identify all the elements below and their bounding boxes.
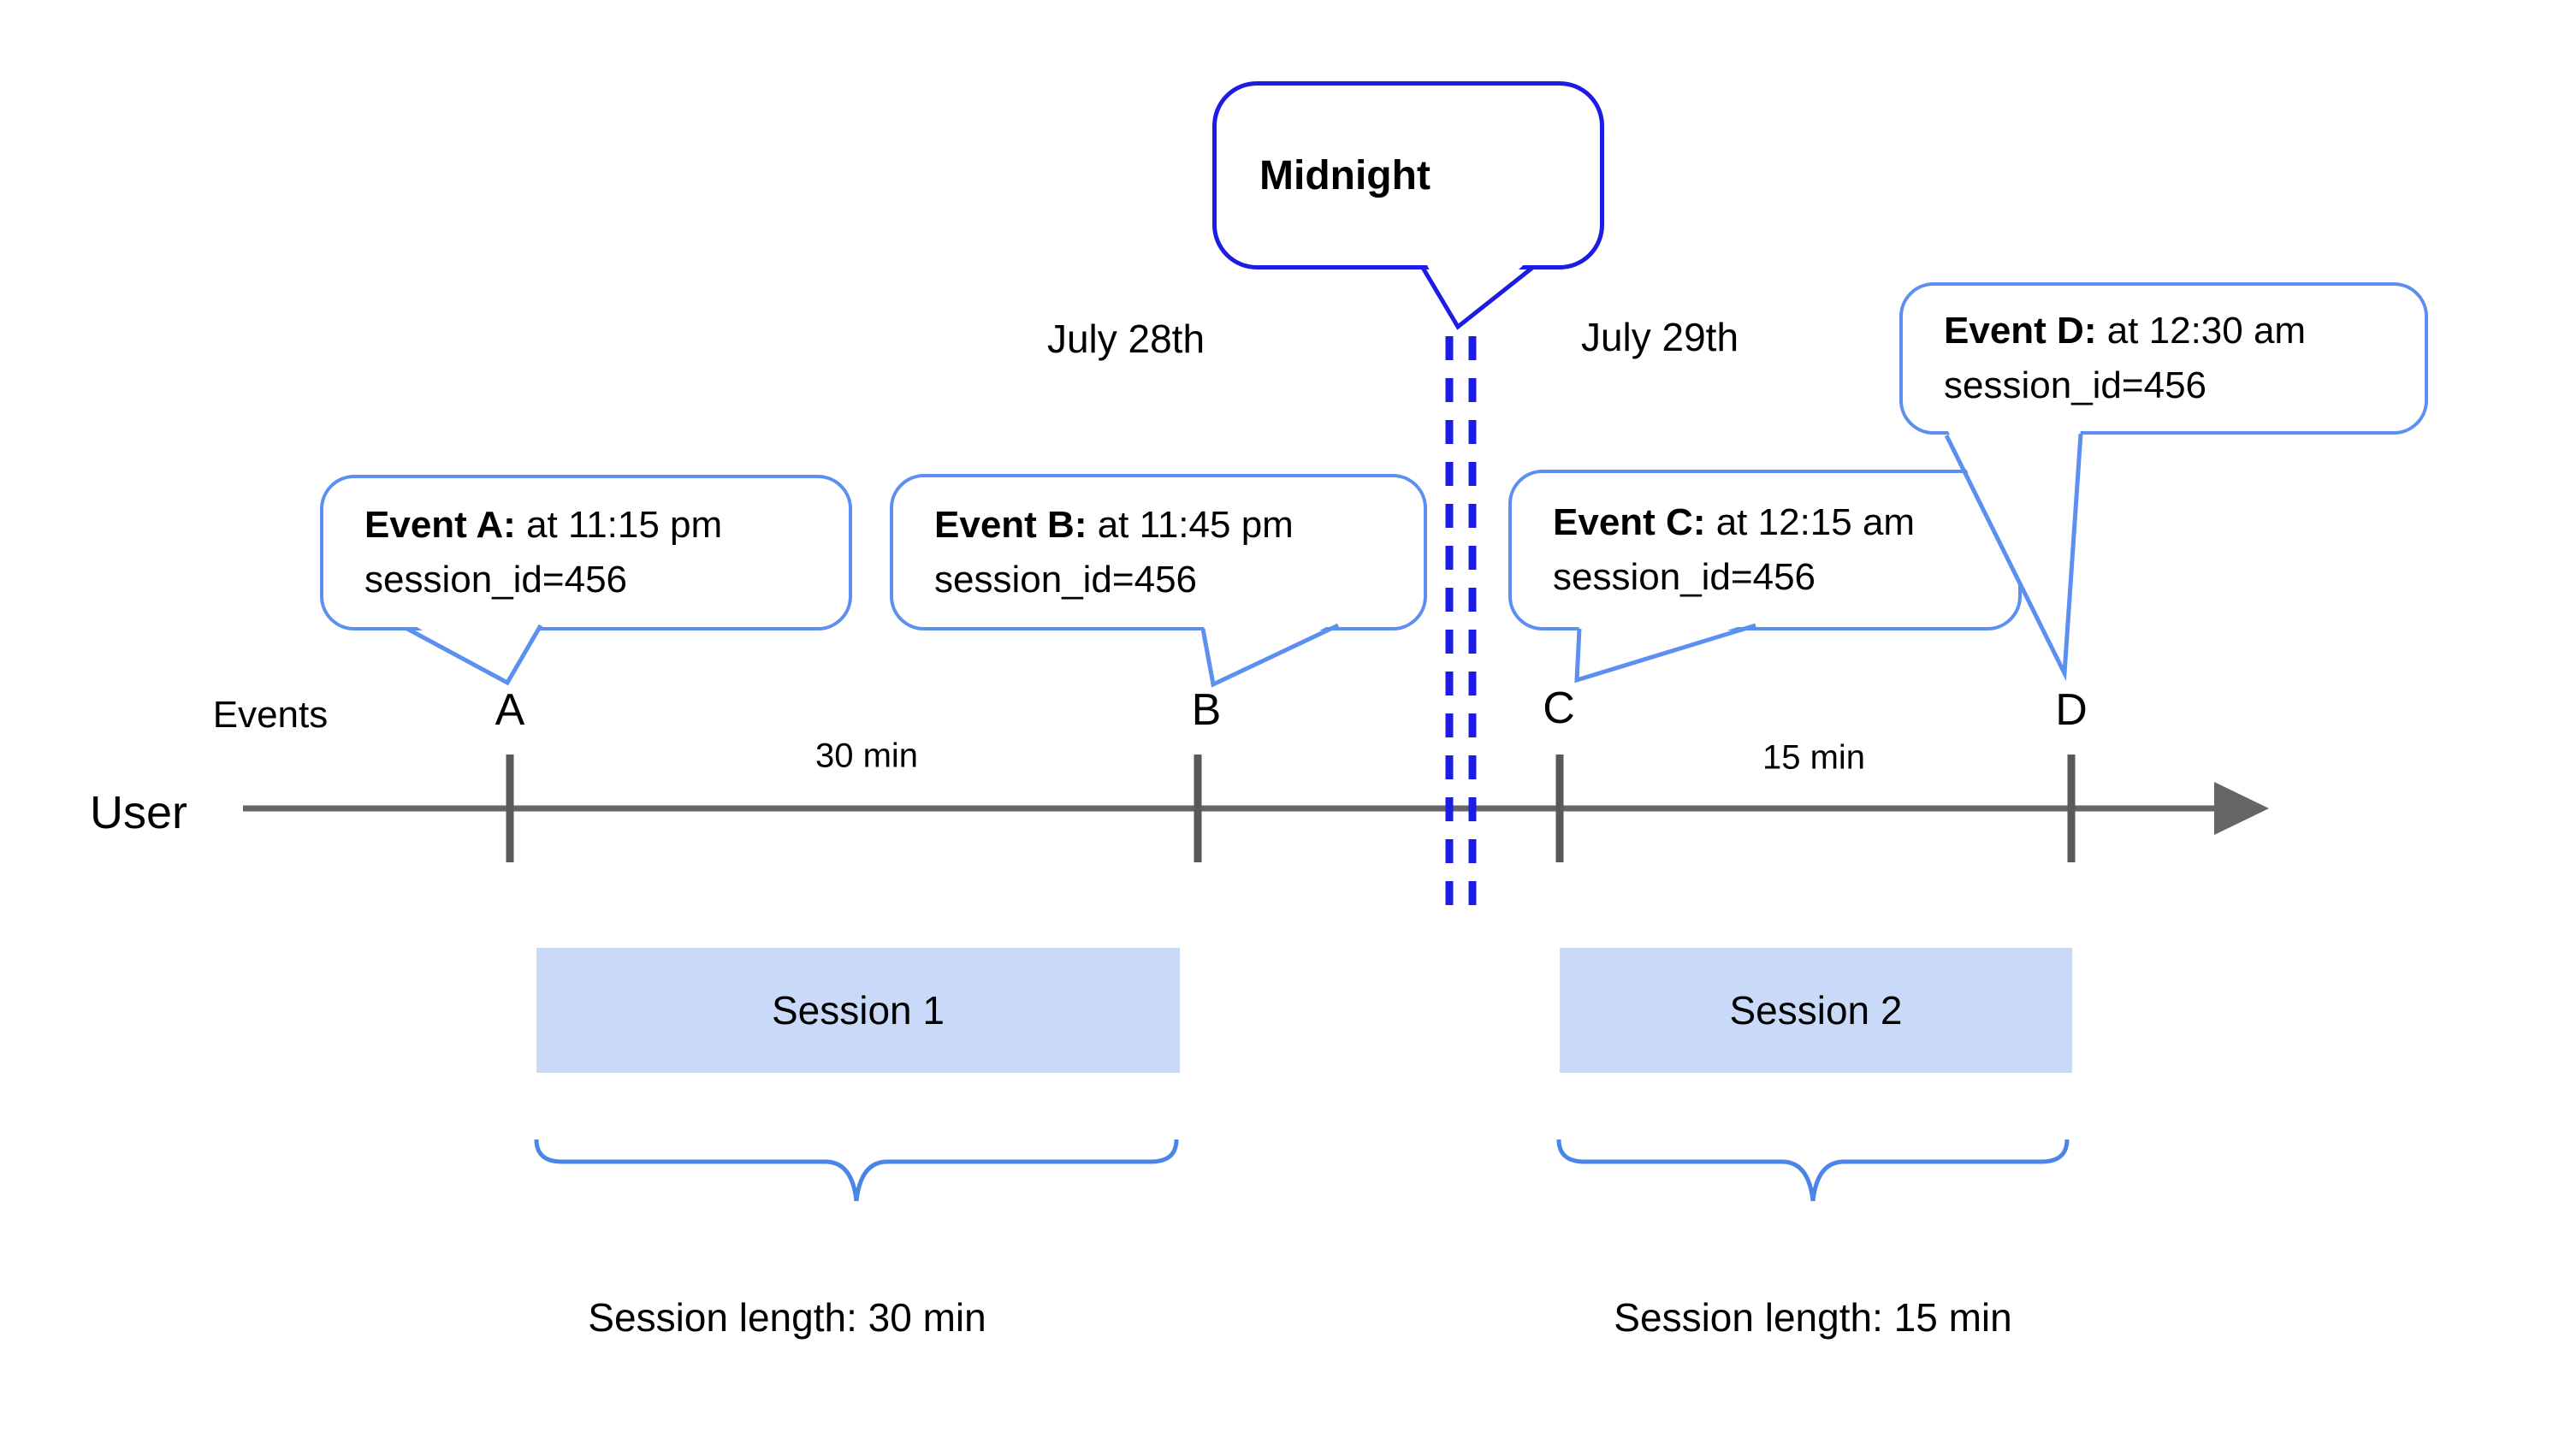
session-2-brace-left	[1556, 1139, 1816, 1202]
event-b-tail-mask	[1203, 621, 1338, 684]
event-a-callout: Event A: at 11:15 pm session_id=456	[320, 475, 852, 630]
session-1-label: Session 1	[771, 988, 945, 1033]
session-1-length-label: Session length: 30 min	[588, 1295, 986, 1340]
event-c-callout: Event C: at 12:15 am session_id=456	[1508, 470, 2022, 630]
event-b-time-line: Event B: at 11:45 pm	[934, 503, 1294, 546]
event-a-time-line: Event A: at 11:15 pm	[364, 504, 723, 546]
event-d-time-line: Event D: at 12:30 am	[1944, 310, 2307, 352]
event-a-tail	[406, 624, 543, 686]
interval-label-15min: 15 min	[1762, 738, 1866, 777]
tick-label-b: B	[1191, 685, 1222, 735]
tick-label-d: D	[2055, 685, 2088, 735]
session-1-brace-right	[854, 1139, 1179, 1202]
tick-label-a: A	[495, 685, 525, 735]
event-a-session-line: session_id=456	[364, 559, 628, 601]
event-b-callout: Event B: at 11:45 pm session_id=456	[890, 474, 1427, 630]
event-d-session-line: session_id=456	[1944, 364, 2207, 406]
session-2-box: Session 2	[1560, 948, 2072, 1073]
event-b-tail	[1200, 623, 1340, 688]
event-c-tail	[1574, 623, 1756, 684]
midnight-callout: Midnight	[1212, 81, 1604, 269]
event-b-session-line: session_id=456	[934, 558, 1198, 601]
tick-label-c: C	[1543, 684, 1575, 733]
session-1-box: Session 1	[536, 948, 1180, 1073]
midnight-label: Midnight	[1259, 152, 1431, 198]
user-axis-label: User	[89, 787, 188, 838]
session-2-length-label: Session length: 15 min	[1614, 1295, 2012, 1340]
event-c-session-line: session_id=456	[1553, 556, 1816, 598]
interval-label-30min: 30 min	[814, 737, 919, 775]
session-2-brace-right	[1810, 1139, 2070, 1202]
session-2-label: Session 2	[1729, 988, 1903, 1033]
event-c-time-line: Event C: at 12:15 am	[1553, 501, 1916, 543]
date-label-july-28: July 28th	[1046, 317, 1205, 361]
timeline-arrowhead-icon	[2214, 782, 2269, 835]
events-axis-label: Events	[212, 694, 329, 736]
event-d-callout: Event D: at 12:30 am session_id=456	[1899, 282, 2428, 435]
midnight-tail	[1420, 266, 1534, 330]
date-label-july-29: July 29th	[1580, 315, 1739, 359]
session-1-brace-left	[534, 1139, 859, 1202]
